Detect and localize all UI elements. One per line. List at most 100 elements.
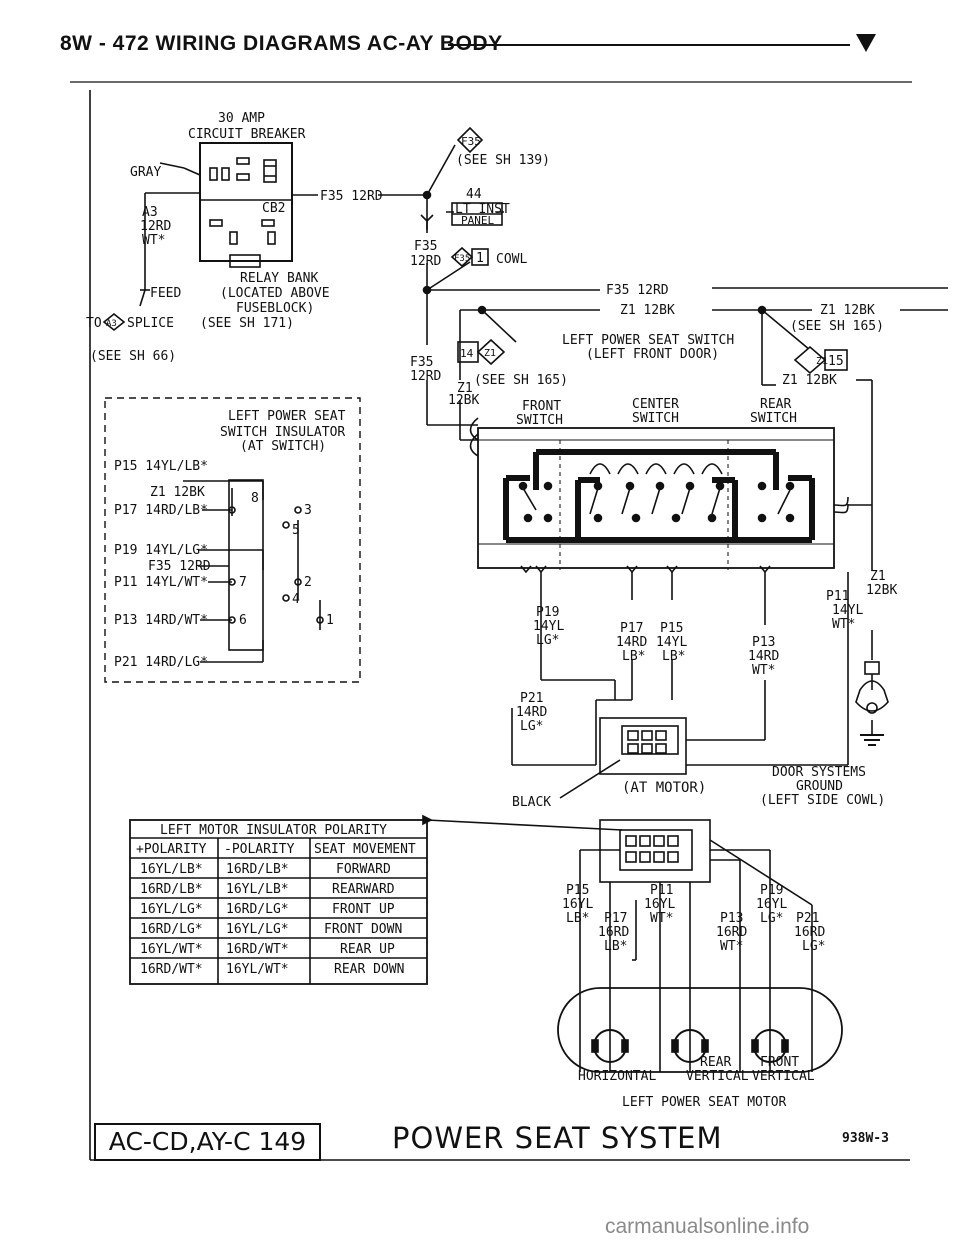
breaker-gray-label: GRAY <box>130 165 161 180</box>
horizontal-motor-label: HORIZONTAL <box>578 1069 656 1084</box>
wire-p11-color: WT* <box>832 617 855 632</box>
wire-p21-code: P21 <box>520 691 543 706</box>
header-triangle-icon <box>856 34 876 52</box>
pin-6: 6 <box>239 613 247 628</box>
wire-p15-color: LB* <box>662 649 685 664</box>
ground-label-2: GROUND <box>796 779 843 794</box>
insulator-row-p21: P21 14RD/LG* <box>114 655 208 670</box>
motor-p13-code: P13 <box>720 911 743 926</box>
watermark-text: carmanualsonline.info <box>605 1215 810 1238</box>
wire-p11-code: P11 <box>826 589 849 604</box>
rear-switch-label-2: SWITCH <box>750 411 797 426</box>
wire-p13-code: P13 <box>752 635 775 650</box>
table-cell: 16YL/LG* <box>140 902 203 917</box>
z1-right-label-2: Z1 12BK <box>782 373 837 388</box>
breaker-a3-label: A3 <box>142 205 158 220</box>
see-sh-165-right: (SEE SH 165) <box>790 319 884 334</box>
tag-14: 14 <box>460 347 474 360</box>
motor-p11-code: P11 <box>650 883 673 898</box>
header-rule <box>448 44 850 46</box>
tag-14-z1: Z1 <box>484 348 496 359</box>
breaker-title-1: 30 AMP <box>218 111 265 126</box>
left-power-seat-switch-label: LEFT POWER SEAT SWITCH <box>562 333 734 348</box>
motor-p21-color: LG* <box>802 939 825 954</box>
z1-tag-right: Z1 <box>816 356 828 367</box>
insulator-row-p11: P11 14YL/WT* <box>114 575 208 590</box>
motor-p19-code: P19 <box>760 883 783 898</box>
insulator-title-2: SWITCH INSULATOR <box>220 425 345 440</box>
pin-2: 2 <box>304 575 312 590</box>
wire-p11-gauge: 14YL <box>832 603 863 618</box>
wire-p15-code: P15 <box>660 621 683 636</box>
center-switch-label-1: CENTER <box>632 397 679 412</box>
black-label: BLACK <box>512 795 551 810</box>
f35-a-wire: 12RD <box>410 254 441 269</box>
table-cell: 16YL/LB* <box>140 862 203 877</box>
wire-p17-color: LB* <box>622 649 645 664</box>
ground-label-3: (LEFT SIDE COWL) <box>760 793 885 808</box>
f35-b-wire: 12RD <box>410 369 441 384</box>
wire-z1-code: Z1 <box>870 569 886 584</box>
insulator-row-p19: P19 14YL/LG* <box>114 543 208 558</box>
lt-inst-panel-label-2: PANEL <box>461 214 494 227</box>
lt-inst-panel-label-1: LT INST <box>455 202 510 217</box>
front-switch-label-1: FRONT <box>522 399 561 414</box>
breaker-title-2: CIRCUIT BREAKER <box>188 127 306 142</box>
see-sh-165-left: (SEE SH 165) <box>474 373 568 388</box>
rear-vertical-label-1: REAR <box>700 1055 731 1070</box>
polarity-header-minus: -POLARITY <box>224 842 295 857</box>
insulator-title-3: (AT SWITCH) <box>240 439 326 454</box>
z1-run-label: Z1 12BK <box>620 303 675 318</box>
z1-left-label: Z1 <box>457 381 473 396</box>
insulator-row-p17: P17 14RD/LB* <box>114 503 208 518</box>
page-footer-title: POWER SEAT SYSTEM <box>392 1121 723 1155</box>
motor-p17-color: LB* <box>604 939 627 954</box>
relay-bank-label-3: FUSEBLOCK) <box>236 301 314 316</box>
left-front-door-label: (LEFT FRONT DOOR) <box>586 347 719 362</box>
wire-p17-code: P17 <box>620 621 643 636</box>
z1-pin-right: 15 <box>828 354 844 369</box>
insulator-row-p13: P13 14RD/WT* <box>114 613 208 628</box>
wire-p19-gauge: 14YL <box>533 619 564 634</box>
splice-tag: A3 <box>106 319 117 329</box>
wire-p19-color: LG* <box>536 633 559 648</box>
motor-p11-color: WT* <box>650 911 673 926</box>
breaker-a3-color: WT* <box>142 233 165 248</box>
front-switch-label-2: SWITCH <box>516 413 563 428</box>
motor-p17-code: P17 <box>604 911 627 926</box>
polarity-table-title: LEFT MOTOR INSULATOR POLARITY <box>160 823 387 838</box>
motor-p19-color: LG* <box>760 911 783 926</box>
motor-p13-color: WT* <box>720 939 743 954</box>
wire-p13-color: WT* <box>752 663 775 678</box>
f35-b-label: F35 <box>410 355 433 370</box>
rear-vertical-label-2: VERTICAL <box>686 1069 749 1084</box>
table-cell: 16RD/LB* <box>226 862 289 877</box>
see-sh-66-label: (SEE SH 66) <box>90 349 176 364</box>
front-vertical-label-2: VERTICAL <box>752 1069 815 1084</box>
front-vertical-label-1: FRONT <box>760 1055 799 1070</box>
cowl-pin: 1 <box>476 251 484 266</box>
table-cell: REAR DOWN <box>334 962 404 977</box>
wire-p19-code: P19 <box>536 605 559 620</box>
see-sh-139-label: (SEE SH 139) <box>456 153 550 168</box>
pin-4: 4 <box>292 592 300 607</box>
z1-left-wire: 12BK <box>448 393 479 408</box>
feed-label: FEED <box>150 286 181 301</box>
motor-p15-color: LB* <box>566 911 589 926</box>
table-cell: REAR UP <box>340 942 395 957</box>
center-switch-label-2: SWITCH <box>632 411 679 426</box>
figure-code: 938W-3 <box>842 1131 889 1146</box>
relay-bank-label-2: (LOCATED ABOVE <box>220 286 330 301</box>
breaker-a3-wire: 12RD <box>140 219 171 234</box>
wire-z1-gauge: 12BK <box>866 583 897 598</box>
wire-p15-gauge: 14YL <box>656 635 687 650</box>
motor-p11-gauge: 16YL <box>644 897 675 912</box>
relay-bank-label-1: RELAY BANK <box>240 271 318 286</box>
table-cell: FRONT UP <box>332 902 395 917</box>
motor-p15-code: P15 <box>566 883 589 898</box>
table-cell: 16RD/LB* <box>140 882 203 897</box>
motor-p21-gauge: 16RD <box>794 925 825 940</box>
insulator-row-f35: F35 12RD <box>148 559 211 574</box>
pin-3: 3 <box>304 503 312 518</box>
table-cell: 16YL/LG* <box>226 922 289 937</box>
